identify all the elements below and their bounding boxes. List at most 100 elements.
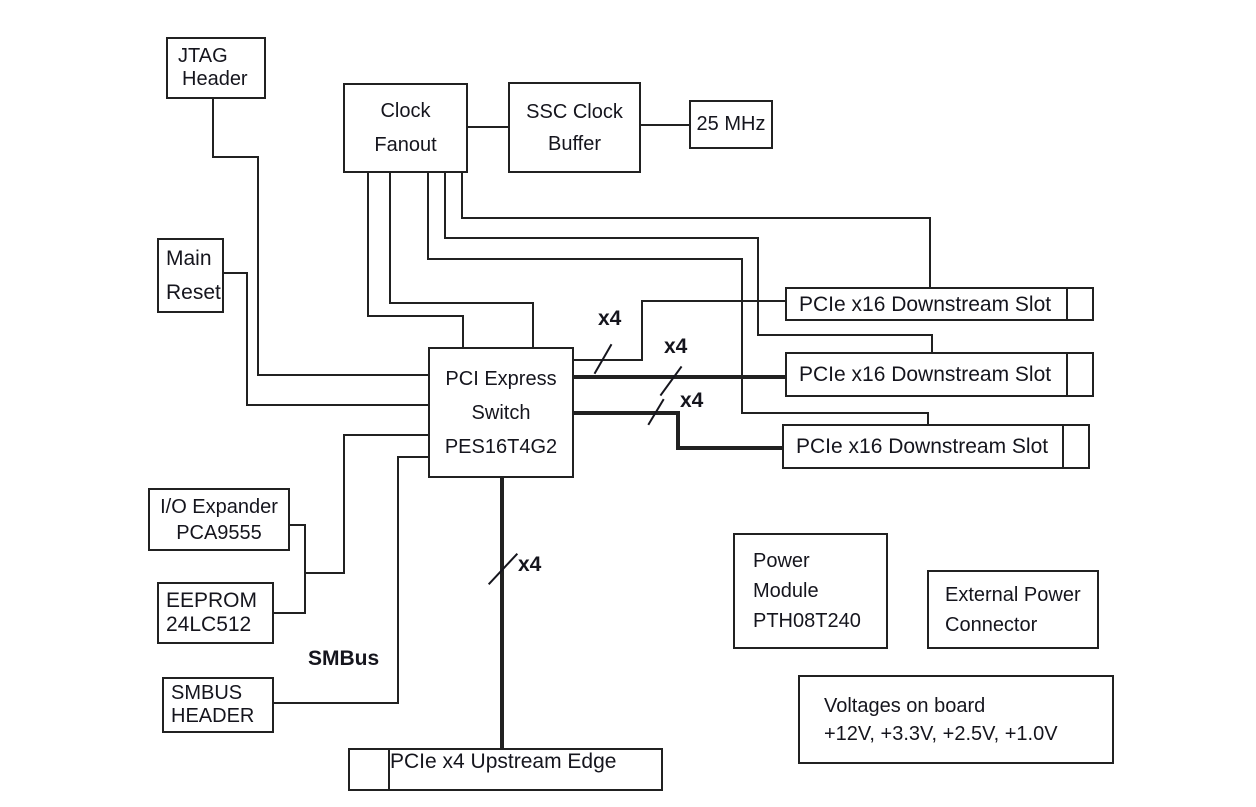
wire-clk-sw2-c [532,302,534,348]
wire-ssc-25mhz [639,124,690,126]
wire-clk-slot3-b [427,258,743,260]
wire-reset-3 [246,404,428,406]
external-power-box: External Power Connector [927,570,1099,649]
pcie-switch-box: PCI Express Switch PES16T4G2 [428,347,574,478]
wire-clk-slot2-d [757,334,933,336]
voltages-box: Voltages on board +12V, +3.3V, +2.5V, +1… [798,675,1114,764]
eeprom-box: EEPROM 24LC512 [157,582,274,644]
wire-clk-slot2-b [444,237,759,239]
upstream-edge-box: PCIe x4 Upstream Edge [348,748,663,791]
wire-clk-slot2-c [757,237,759,336]
pcie-slot-2-label: PCIe x16 Downstream Slot [799,363,1052,386]
wire-smb-2 [343,434,345,574]
wire-link3-c [676,446,782,450]
pcie-slot-1-endcap [1066,289,1092,319]
wire-jtag-3 [257,156,259,376]
wire-clk-slot2-a [444,171,446,239]
upstream-edge-endcap [350,750,390,789]
external-power-line1: External Power [945,583,1081,606]
pcie-slot-3: PCIe x16 Downstream Slot [782,424,1090,469]
jtag-header-line1: JTAG [178,45,228,67]
pcie-switch-line2: Switch [471,401,531,424]
wire-reset-2 [246,272,248,406]
voltages-line1: Voltages on board [824,694,986,717]
wire-smb-4 [304,524,306,614]
wire-smb-eeprom [272,612,306,614]
wire-clk-sw2-a [389,171,391,304]
io-expander-line2: PCA9555 [176,521,262,544]
x4-label-link1: x4 [598,307,622,330]
wire-fanout-ssc [466,126,509,128]
pcie-slot-2: PCIe x16 Downstream Slot [785,352,1094,397]
wire-link1-c [641,300,785,302]
clock-fanout-box: Clock Fanout [343,83,468,173]
wire-link2 [572,375,785,379]
power-module-line2: Module [753,580,819,602]
upstream-edge-label: PCIe x4 Upstream Edge [390,750,617,773]
wire-clk-slot1-a [461,171,463,219]
power-module-line3: PTH08T240 [753,610,861,632]
voltages-line2: +12V, +3.3V, +2.5V, +1.0V [824,722,1058,745]
wire-link3-a [572,411,680,415]
25mhz-label: 25 MHz [696,113,766,135]
smbus-label: SMBus [308,647,380,670]
smbus-header-line1: SMBUS [171,682,243,704]
25mhz-box: 25 MHz [689,100,773,149]
wire-upstream-link [500,477,504,748]
pcie-switch-line3: PES16T4G2 [444,435,558,458]
wire-clk-sw1-c [462,315,464,348]
jtag-header-line2: Header [182,68,248,90]
ssc-clock-buffer-box: SSC Clock Buffer [508,82,641,173]
power-module-box: Power Module PTH08T240 [733,533,888,649]
ssc-line2: Buffer [548,132,601,155]
main-reset-box: Main Reset [157,238,224,313]
io-expander-box: I/O Expander PCA9555 [148,488,290,551]
io-expander-line1: I/O Expander [160,495,278,518]
wire-clk-sw1-b [367,315,464,317]
x4-label-link3: x4 [680,389,704,412]
pcie-slot-3-endcap [1062,426,1088,467]
wire-clk-slot3-d [741,412,929,414]
wire-link1-b [641,300,643,361]
wire-clk-sw2-b [389,302,534,304]
pcie-slot-3-label: PCIe x16 Downstream Slot [796,435,1049,458]
x4-label-upstream: x4 [518,553,542,576]
wire-smb-ioexp [289,524,306,526]
wire-jtag-2 [212,156,259,158]
clock-fanout-line2: Fanout [374,134,437,156]
wire-smb-1 [345,434,428,436]
wire-clk-slot1-c [929,217,931,288]
pcie-slot-2-endcap [1066,354,1092,395]
ssc-line1: SSC Clock [526,100,623,123]
power-module-line1: Power [753,550,810,572]
clock-fanout-line1: Clock [380,100,431,122]
wire-clk-sw1-a [367,171,369,317]
pcie-slot-1-label: PCIe x16 Downstream Slot [799,292,1052,316]
wire-clk-slot3-c [741,258,743,414]
bus-width-tick-2 [659,365,683,397]
pcie-switch-line1: PCI Express [445,367,557,390]
eeprom-line2: 24LC512 [166,613,252,636]
eeprom-line1: EEPROM [166,589,258,612]
smbus-header-box: SMBUS HEADER [162,677,274,733]
wire-link3-b [676,411,680,450]
wire-smb-6 [397,456,399,704]
wire-clk-slot2-e [931,334,933,353]
wire-smb-5 [398,456,428,458]
wire-clk-slot3-a [427,171,429,260]
wire-clk-slot1-b [461,217,931,219]
wire-jtag-1 [212,97,214,158]
wire-jtag-4 [257,374,428,376]
pcie-slot-1: PCIe x16 Downstream Slot [785,287,1094,321]
wire-smb-3 [304,572,345,574]
wire-reset-1 [222,272,248,274]
external-power-line2: Connector [945,613,1038,636]
wire-link1-a [572,359,643,361]
x4-label-link2: x4 [664,335,688,358]
smbus-header-line2: HEADER [171,705,255,727]
main-reset-line2: Reset [166,280,221,304]
jtag-header-box: JTAG Header [166,37,266,99]
main-reset-line1: Main [166,246,212,270]
wire-smb-header [273,702,399,704]
